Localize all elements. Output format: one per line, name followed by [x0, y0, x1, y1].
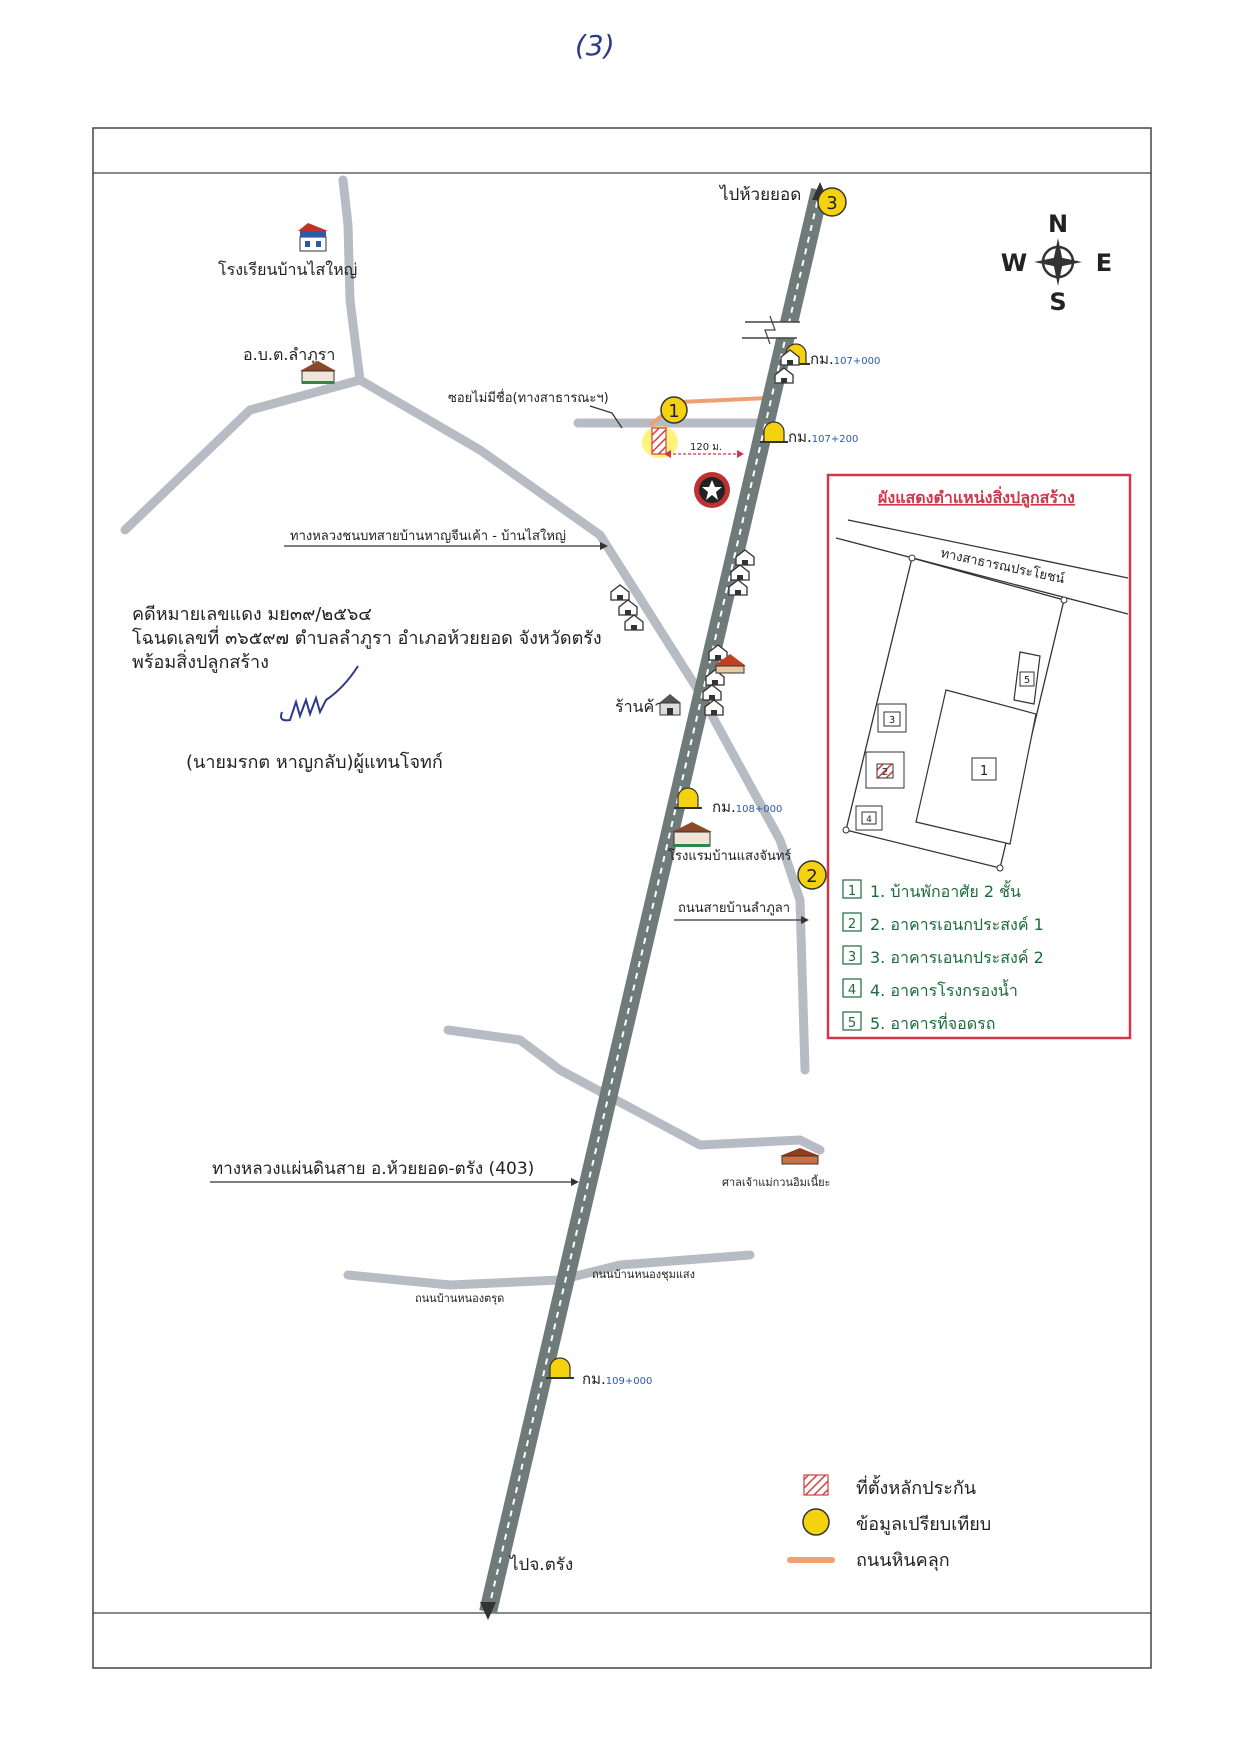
lamphula-road-label: ถนนสายบ้านลำภูลา [678, 901, 790, 916]
inset-item-label: 2. อาคารเอนกประสงค์ 1 [870, 915, 1044, 934]
inset-item-label: 3. อาคารเอนกประสงค์ 2 [870, 948, 1044, 967]
hotel-label: โรงแรมบ้านแสงจันทร์ [668, 848, 791, 864]
inset-item-label: 4. อาคารโรงกรองน้ำ [870, 979, 1018, 1000]
distance-indicator: 120 ม. [664, 442, 744, 458]
highway-label: ทางหลวงแผ่นดินสาย อ.ห้วยยอด-ตรัง (403) [212, 1159, 534, 1179]
sao-building-icon [300, 361, 336, 384]
direction-south-label: ไปจ.ตรัง [508, 1554, 573, 1575]
inset-item-number: 1 [848, 884, 856, 899]
school-label: โรงเรียนบ้านไสใหญ่ [218, 260, 357, 279]
side-roads [120, 175, 825, 1290]
page-number: (3) [575, 29, 615, 62]
inset-title: ผังแสดงตำแหน่งสิ่งปลูกสร้าง [878, 486, 1075, 509]
nongkrut-road-label: ถนนบ้านหนองตรุด [415, 1292, 504, 1305]
nongchumsaeng-road-label: ถนนบ้านหนองชุมแสง [592, 1268, 695, 1281]
km-107-label: กม.107+000 [810, 350, 880, 368]
svg-text:2: 2 [882, 767, 888, 778]
map-legend: ที่ตั้งหลักประกัน ข้อมูลเปรียบเทียบ ถนนห… [787, 1474, 991, 1571]
km-108-label: กม.108+000 [712, 798, 782, 816]
direction-north-label: ไปห้วยยอด [718, 184, 801, 205]
inset-item-number: 2 [848, 917, 856, 932]
legend-collateral-swatch [803, 1474, 829, 1496]
svg-text:1: 1 [668, 401, 679, 422]
inset-item-number: 4 [848, 983, 856, 998]
svg-text:3: 3 [826, 193, 837, 214]
shop-label: ร้านค้า [615, 697, 663, 716]
legend-comparable-label: ข้อมูลเปรียบเทียบ [856, 1514, 991, 1535]
case-line-2: โฉนดเลขที่ ๓๖๕๙๗ ตำบลลำภูรา อำเภอห้วยยอด… [132, 625, 602, 649]
building-layout-inset: ผังแสดงตำแหน่งสิ่งปลูกสร้าง ทางสาธารณประ… [826, 473, 1132, 1040]
inset-item-number: 3 [848, 950, 856, 965]
comparable-marker-2: 2 [797, 860, 827, 890]
inset-item-number: 5 [848, 1016, 856, 1031]
signature-mark [280, 665, 359, 722]
svg-text:5: 5 [1024, 675, 1030, 686]
shrine-label: ศาลเจ้าแม่กวนอิมเนี้ยะ [722, 1174, 830, 1189]
inset-item-label: 5. อาคารที่จอดรถ [870, 1012, 995, 1033]
case-line-3: พร้อมสิ่งปลูกสร้าง [132, 649, 269, 673]
temple-icon [714, 654, 746, 674]
collateral-site [642, 426, 678, 458]
signer-label: (นายมรกต หาญกลับ)ผู้แทนโจทก์ [186, 751, 443, 773]
km-1072-label: กม.107+200 [788, 428, 858, 446]
gas-station-icon [694, 472, 730, 508]
comparable-marker-1: 1 [660, 396, 688, 424]
compass-s: S [1049, 288, 1066, 316]
inset-items: 1 1. บ้านพักอาศัย 2 ชั้น 2 2. อาคารเอนกป… [842, 879, 1044, 1033]
shop-icon [659, 694, 681, 716]
school-icon [298, 223, 328, 252]
sao-label: อ.บ.ต.ลำภูรา [243, 345, 335, 365]
inset-item-label: 1. บ้านพักอาศัย 2 ชั้น [870, 880, 1021, 901]
soi-arrow [589, 405, 623, 429]
shrine-icon [780, 1148, 820, 1165]
compass-n: N [1048, 210, 1068, 238]
distance-label: 120 ม. [690, 442, 722, 453]
svg-text:2: 2 [806, 866, 817, 887]
hotel-icon [672, 822, 712, 847]
comparable-marker-3: 3 [817, 187, 847, 217]
svg-text:4: 4 [866, 815, 872, 825]
rural-road-label: ทางหลวงชนบทสายบ้านหาญจีนเค้า - บ้านไสใหญ… [290, 528, 566, 544]
svg-text:1: 1 [980, 764, 988, 779]
soi-label: ซอยไม่มีชื่อ(ทางสาธารณะฯ) [448, 389, 609, 406]
svg-text:3: 3 [889, 715, 895, 726]
compass-w: W [1001, 249, 1027, 277]
compass-rose-icon: N S E W [1001, 210, 1112, 316]
case-line-1: คดีหมายเลขแดง มย๓๙/๒๕๖๔ [132, 604, 372, 625]
km-109-label: กม.109+000 [582, 1370, 652, 1388]
legend-collateral-label: ที่ตั้งหลักประกัน [856, 1475, 976, 1499]
outer-frame [92, 127, 1152, 1669]
legend-comparable-swatch [802, 1508, 830, 1536]
compass-e: E [1096, 249, 1112, 277]
legend-laterite-label: ถนนหินคลุก [856, 1550, 950, 1571]
